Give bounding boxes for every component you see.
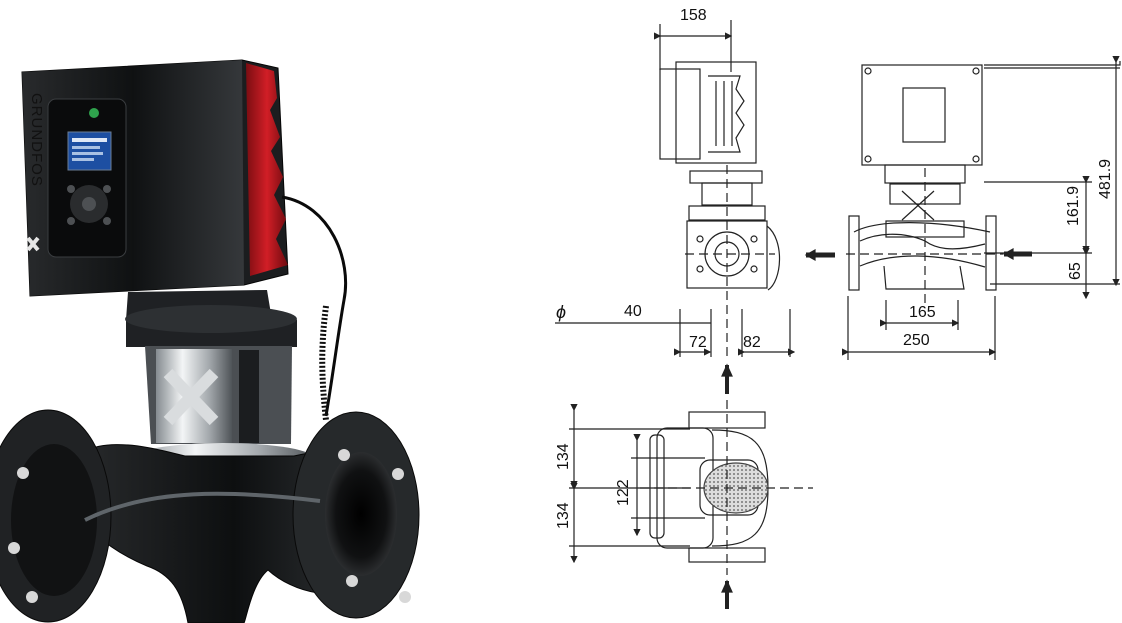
sensor-cable bbox=[281, 195, 348, 417]
side-view-drawing bbox=[804, 56, 1121, 360]
left-offset-label: 72 bbox=[689, 334, 707, 351]
diameter-value: 40 bbox=[624, 303, 642, 320]
grundfos-x-logo-icon bbox=[26, 236, 40, 252]
red-cooling-fins bbox=[246, 63, 288, 276]
center-width-label: 122 bbox=[615, 479, 632, 506]
brand-logo-text: GRUNDFOS bbox=[28, 93, 45, 187]
coupling-x-icon bbox=[163, 368, 219, 426]
display-panel bbox=[47, 98, 127, 258]
bottom-height-label: 65 bbox=[1067, 262, 1084, 280]
pump-photo: GRUNDFOS bbox=[0, 59, 420, 623]
overall-length-label: 250 bbox=[903, 332, 930, 349]
right-offset-label: 82 bbox=[743, 334, 761, 351]
lower-half-width-label: 134 bbox=[555, 502, 572, 529]
top-width-label: 158 bbox=[680, 7, 707, 24]
port-spacing-label: 165 bbox=[909, 304, 936, 321]
upper-half-width-label: 134 bbox=[555, 443, 572, 470]
diameter-symbol: ϕ bbox=[556, 302, 566, 322]
top-view-drawing bbox=[569, 363, 813, 609]
pump-height-label: 161.9 bbox=[1065, 186, 1082, 226]
total-height-label: 481.9 bbox=[1097, 159, 1114, 199]
navigation-pad-icon bbox=[67, 185, 111, 225]
status-light-icon bbox=[89, 108, 99, 118]
front-view-drawing bbox=[555, 20, 796, 357]
lcd-screen bbox=[67, 131, 112, 171]
outlet-port bbox=[325, 452, 397, 576]
